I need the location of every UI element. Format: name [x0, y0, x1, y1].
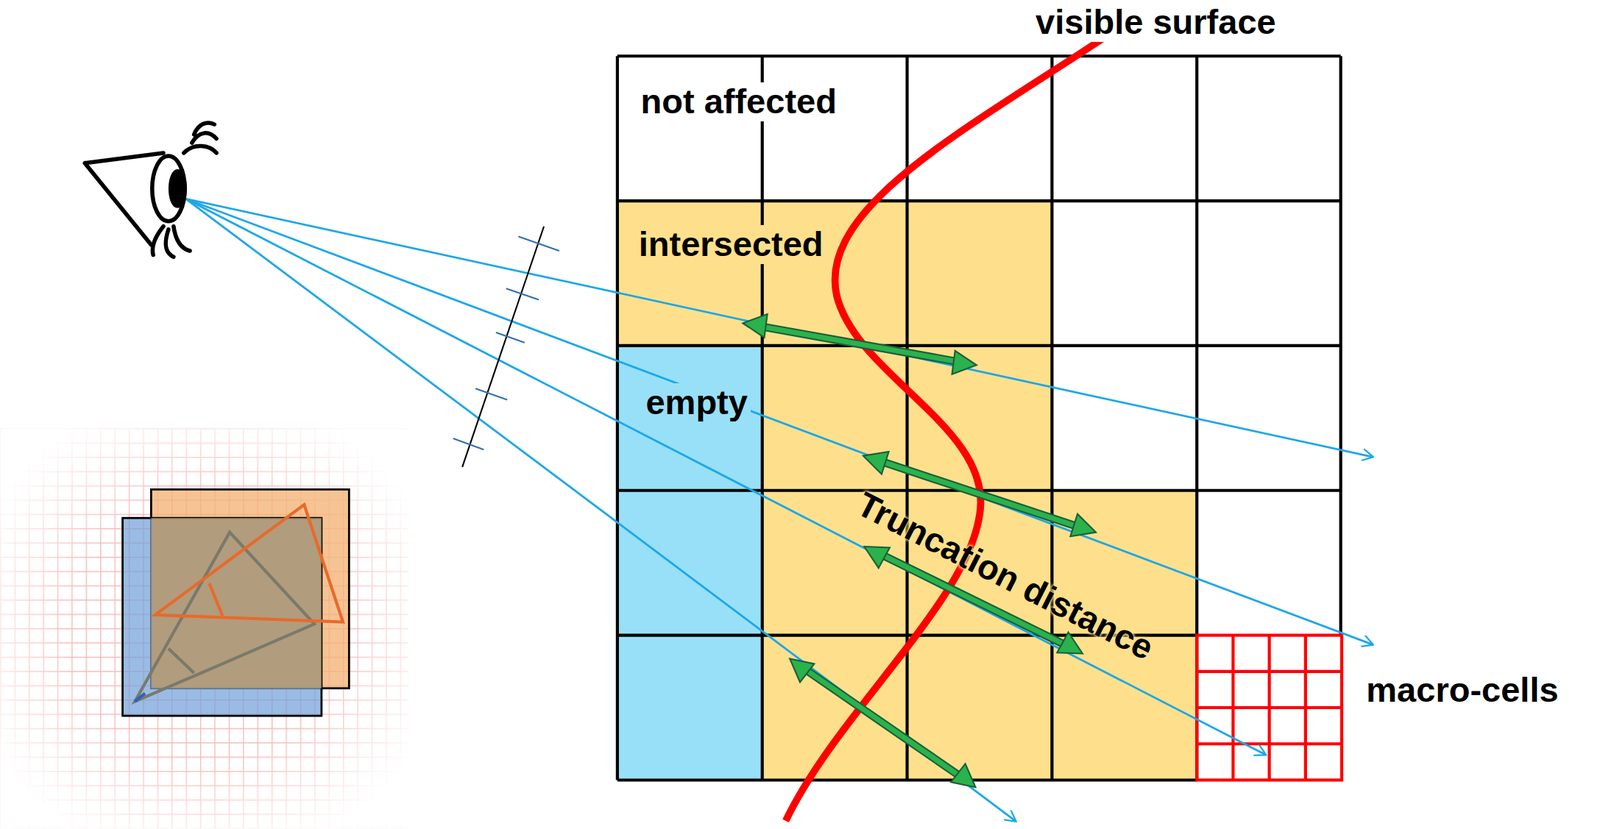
inset-figure	[0, 428, 408, 828]
image-plane	[453, 226, 560, 468]
voxel-grid	[617, 55, 1342, 781]
surface-label: visible surface	[1032, 2, 1280, 42]
macro-cell-label: macro-cells	[1363, 671, 1561, 711]
eye-icon	[84, 122, 217, 257]
surface-curve	[786, 25, 1123, 822]
camera-rays	[185, 198, 1372, 822]
region-label: not affected	[638, 82, 840, 122]
region-label: empty	[642, 383, 750, 423]
region-label: intersected	[635, 225, 827, 265]
macro-cell-grid	[1196, 635, 1342, 781]
